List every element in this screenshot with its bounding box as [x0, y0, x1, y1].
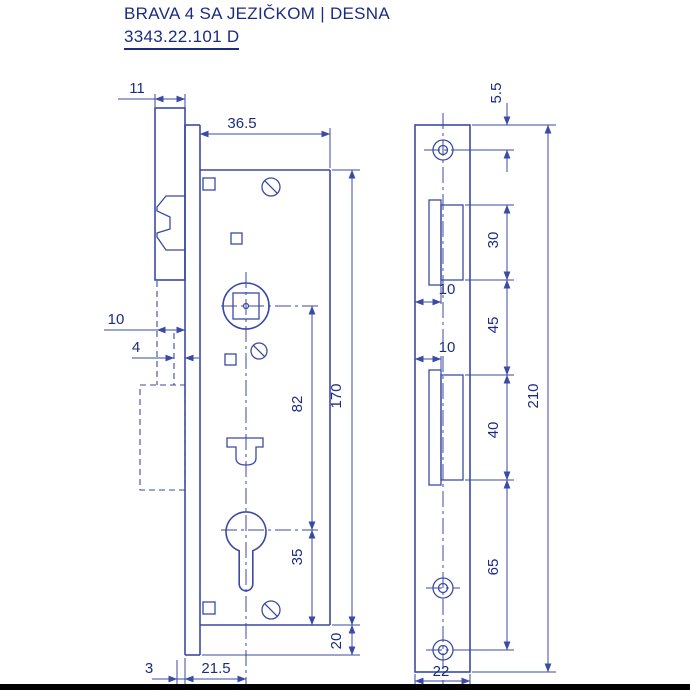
hidden-lever [139, 281, 186, 491]
dim-label: 65 [485, 559, 502, 576]
dim-label: 30 [485, 232, 502, 249]
dim-label: 170 [328, 383, 345, 408]
dim-label: 3 [145, 660, 153, 677]
bottom-bar [0, 684, 690, 690]
latch-cutout [428, 199, 464, 286]
dim-cylinder-to-case-bottom: 35 [289, 529, 316, 626]
dim-label: 210 [525, 383, 542, 408]
dim-lip-width-upper: 10 [414, 281, 456, 306]
square-hole [202, 601, 216, 615]
dim-label: 10 [439, 281, 456, 298]
screw-hole [426, 639, 460, 661]
screw-head [261, 177, 281, 197]
dim-label: 5.5 [488, 83, 505, 104]
dim-latch-protrusion: 11 [118, 80, 186, 124]
latch-lever-housing [154, 107, 186, 281]
dim-plate-height: 210 [472, 124, 556, 673]
dim-front-offset: 3 [145, 658, 186, 684]
lock-body-view: 11 36.5 10 4 82 [104, 80, 360, 684]
dim-label: 35 [289, 549, 306, 566]
dim-slot-offset: 4 [132, 339, 199, 362]
dim-latch-cutout-height: 30 [465, 204, 514, 281]
crown-cutout [226, 437, 264, 466]
dim-label: 20 [328, 633, 345, 650]
screw-hole [426, 577, 460, 599]
dim-slot-width: 10 [104, 311, 186, 334]
dim-label: 22 [433, 663, 450, 680]
screw-head [250, 342, 268, 360]
dim-label: 10 [439, 339, 456, 356]
dim-case-height: 170 [328, 169, 360, 626]
dim-label: 21.5 [201, 660, 230, 677]
square-hole [230, 232, 243, 245]
dim-lip-width-lower: 10 [414, 339, 456, 372]
dim-backset: 21.5 [184, 660, 247, 683]
screw-head [261, 600, 281, 620]
dim-bolt-cutout-height: 40 [465, 374, 514, 481]
latch-bolt [156, 195, 185, 251]
dim-label: 40 [485, 422, 502, 439]
faceplate [184, 124, 201, 656]
strike-plate-view: 5.5 30 10 45 [414, 83, 556, 688]
square-hole [202, 177, 216, 191]
screw-hole [424, 139, 462, 161]
dim-label: 36.5 [227, 115, 256, 132]
dim-follower-to-cylinder: 82 [289, 305, 316, 531]
dim-label: 11 [129, 80, 145, 97]
cylinder-hole [225, 511, 267, 592]
dim-cutout-gap: 45 [485, 279, 511, 376]
bolt-cutout [428, 369, 464, 486]
dim-case-depth: 36.5 [199, 115, 331, 168]
dim-top-to-screw: 5.5 [455, 83, 556, 172]
dim-label: 45 [485, 317, 502, 334]
part-number: 3343.22.101 D [124, 27, 240, 50]
dim-faceplate-overhang: 20 [202, 624, 360, 656]
dim-label: 4 [132, 339, 140, 356]
square-hole [224, 353, 237, 366]
page-title: BRAVA 4 SA JEZIČKOM | DESNA [124, 4, 391, 23]
dim-plate-width: 22 [414, 663, 471, 688]
lock-case-outline [200, 169, 331, 626]
dim-label: 10 [108, 311, 125, 328]
dim-label: 82 [289, 396, 306, 413]
dim-cutout-to-screw: 65 [455, 479, 514, 651]
